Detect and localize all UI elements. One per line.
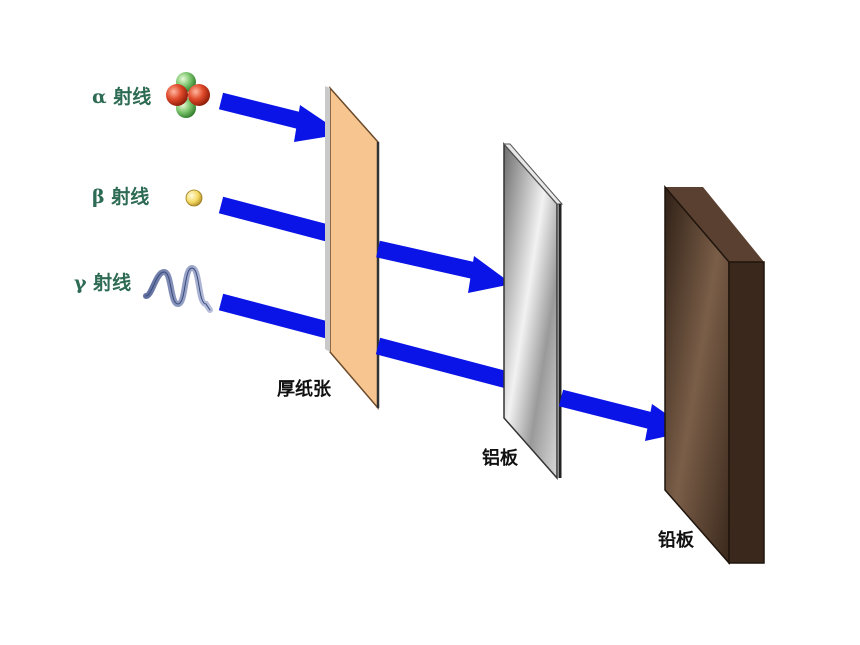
lead-plate-label: 铅板 (658, 529, 695, 551)
gamma-ray-label: γ 射线 (74, 271, 131, 294)
aluminum-plate (502, 142, 564, 480)
paper-plate-label: 厚纸张 (277, 378, 332, 400)
beta-ray-label: β 射线 (92, 185, 149, 208)
beta-ray-arrow (376, 240, 512, 293)
alpha-ray-arrow (218, 92, 343, 142)
paper-plate (325, 86, 380, 411)
lead-plate (664, 184, 765, 565)
aluminum-plate-label: 铝板 (482, 447, 519, 469)
alpha-ray-label: α 射线 (92, 85, 151, 108)
alpha-particle-icon (166, 72, 210, 118)
gamma-wave-icon (143, 264, 213, 313)
beta-particle-icon (185, 189, 203, 207)
